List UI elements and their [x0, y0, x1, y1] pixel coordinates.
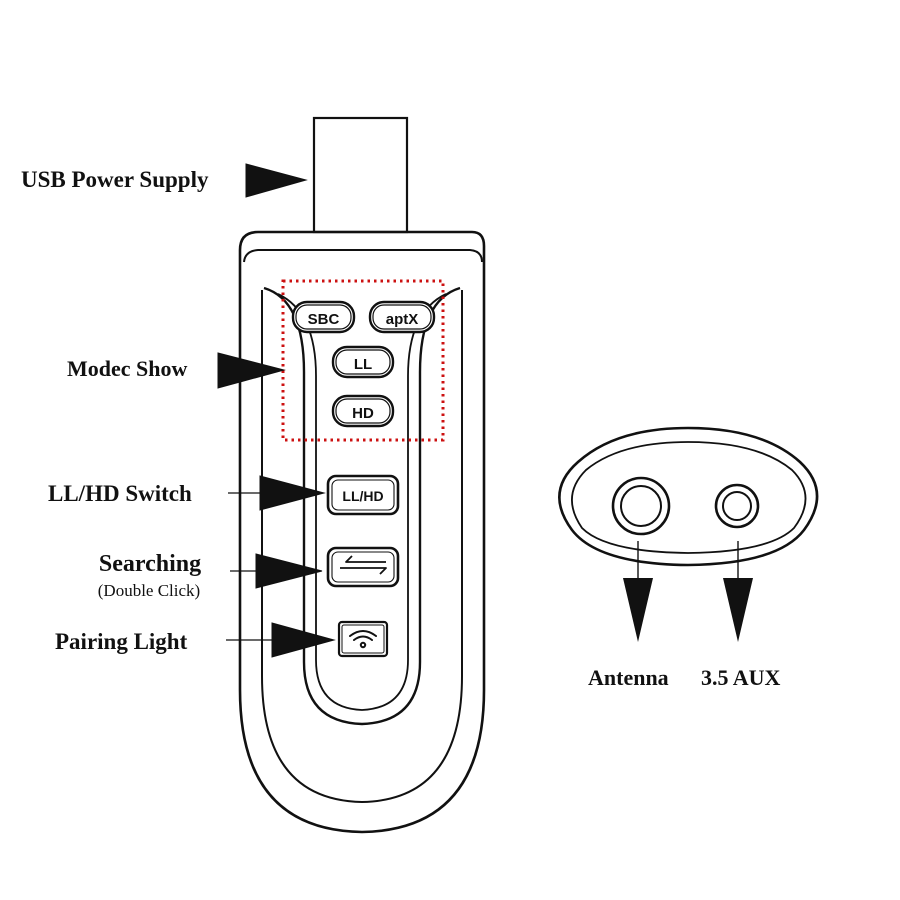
aux-label: 3.5 AUX [701, 665, 781, 690]
device-end-view [558, 426, 819, 642]
searching-button[interactable] [326, 546, 400, 588]
aptx-label: aptX [386, 311, 419, 328]
aux-pointer-arrow [723, 578, 753, 642]
usb-connector [312, 116, 409, 234]
ll-label: LL [354, 356, 372, 373]
swap-arrows-icon [340, 555, 387, 575]
ll-indicator: LL [331, 345, 395, 379]
antenna-label: Antenna [588, 665, 669, 690]
ll-hd-switch-label: LL/HD Switch [48, 481, 192, 506]
mode-highlight-box [281, 279, 445, 442]
device-body [238, 230, 486, 834]
hd-indicator: HD [331, 394, 395, 428]
ll-hd-switch-button[interactable]: LL/HD [326, 474, 400, 516]
modec-show-label: Modec Show [67, 356, 188, 381]
hd-label: HD [352, 405, 374, 422]
antenna-port [611, 476, 671, 536]
antenna-pointer-arrow [623, 578, 653, 642]
ll-hd-button-label: LL/HD [342, 488, 383, 504]
pairing-light [337, 620, 389, 658]
usb-power-supply-label: USB Power Supply [21, 167, 209, 192]
searching-note-label: (Double Click) [98, 581, 200, 600]
wifi-light-icon [349, 630, 377, 649]
modec-pointer-arrow [217, 352, 286, 389]
aptx-indicator: aptX [368, 300, 436, 334]
pairing-pointer-arrow [271, 622, 336, 658]
sbc-indicator: SBC [291, 300, 356, 334]
searching-pointer-arrow [255, 553, 323, 589]
searching-label: Searching [99, 551, 201, 577]
switch-pointer-arrow [259, 475, 326, 511]
pairing-light-label: Pairing Light [55, 629, 188, 654]
sbc-label: SBC [308, 311, 340, 328]
usb-pointer-arrow [245, 163, 308, 198]
aux-port [714, 483, 760, 529]
pointer-arrows [217, 163, 336, 658]
